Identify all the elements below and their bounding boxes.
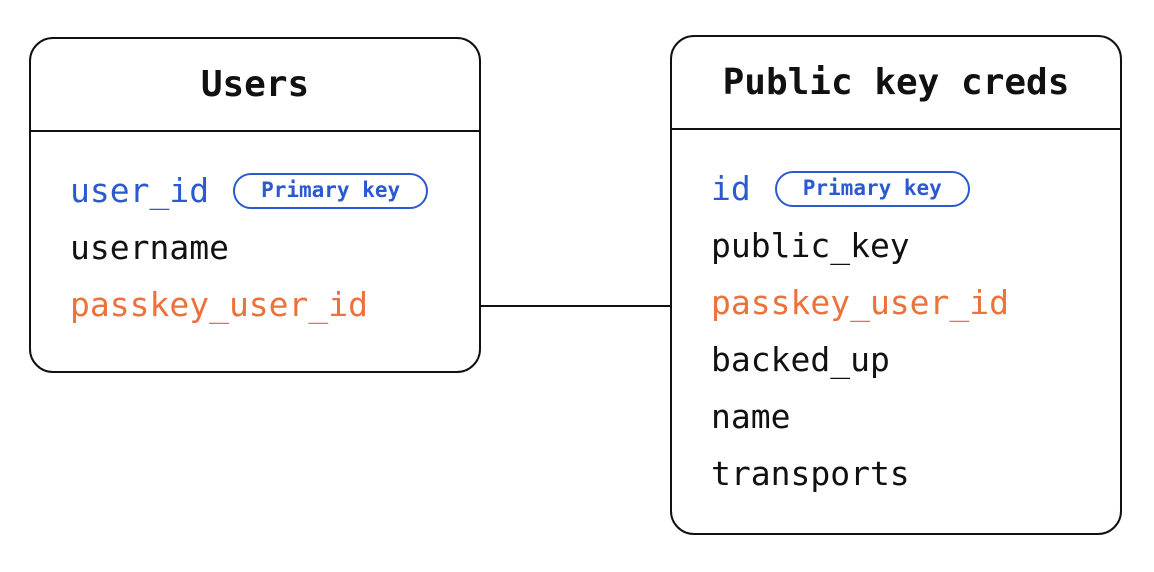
primary-key-badge-users: Primary key	[233, 172, 429, 209]
field-passkey-user-id-creds: passkey_user_id	[711, 283, 1010, 322]
field-id: id	[711, 169, 751, 208]
field-row-public-key: public_key	[711, 217, 1090, 274]
field-username: username	[70, 228, 229, 267]
field-row-passkey-user-id-users: passkey_user_id	[70, 276, 449, 333]
table-users-field-list: user_id Primary key username passkey_use…	[31, 132, 479, 333]
field-user-id: user_id	[70, 171, 210, 210]
field-row-passkey-user-id-creds: passkey_user_id	[711, 274, 1090, 331]
field-name: name	[711, 397, 791, 436]
field-row-username: username	[70, 219, 449, 276]
relationship-line-passkey-user-id	[481, 305, 670, 307]
field-backed-up: backed_up	[711, 340, 890, 379]
table-public-key-creds-title: Public key creds	[672, 37, 1120, 130]
field-public-key: public_key	[711, 226, 910, 265]
primary-key-badge-creds: Primary key	[774, 170, 970, 207]
field-row-name: name	[711, 388, 1090, 445]
table-users-title: Users	[31, 39, 479, 132]
field-row-id: id Primary key	[711, 160, 1090, 217]
table-node-public-key-creds: Public key creds id Primary key public_k…	[670, 35, 1122, 535]
table-node-users: Users user_id Primary key username passk…	[29, 37, 481, 373]
field-row-user-id: user_id Primary key	[70, 162, 449, 219]
field-row-transports: transports	[711, 445, 1090, 502]
table-public-key-creds-field-list: id Primary key public_key passkey_user_i…	[672, 130, 1120, 502]
field-passkey-user-id-users: passkey_user_id	[70, 285, 369, 324]
field-transports: transports	[711, 454, 910, 493]
field-row-backed-up: backed_up	[711, 331, 1090, 388]
